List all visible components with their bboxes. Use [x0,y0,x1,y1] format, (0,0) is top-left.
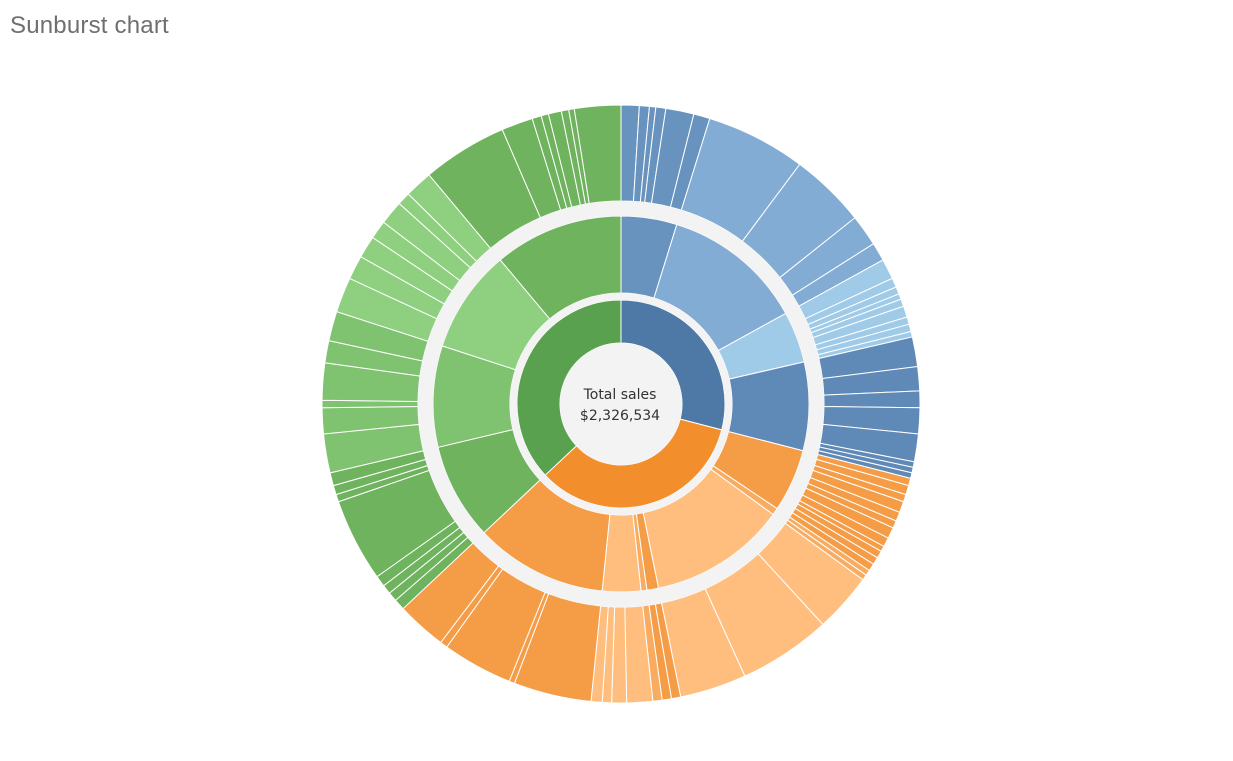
sunburst-rings [321,104,921,704]
category-arc-office-supplies [544,418,723,509]
chart-title: Sunburst chart [10,12,169,39]
center-hole [560,343,682,465]
center-label: Total sales [583,387,657,403]
center-value: $2,326,534 [580,408,660,424]
ring-separator-outer [418,201,824,607]
ring-separator-inner [510,293,732,515]
